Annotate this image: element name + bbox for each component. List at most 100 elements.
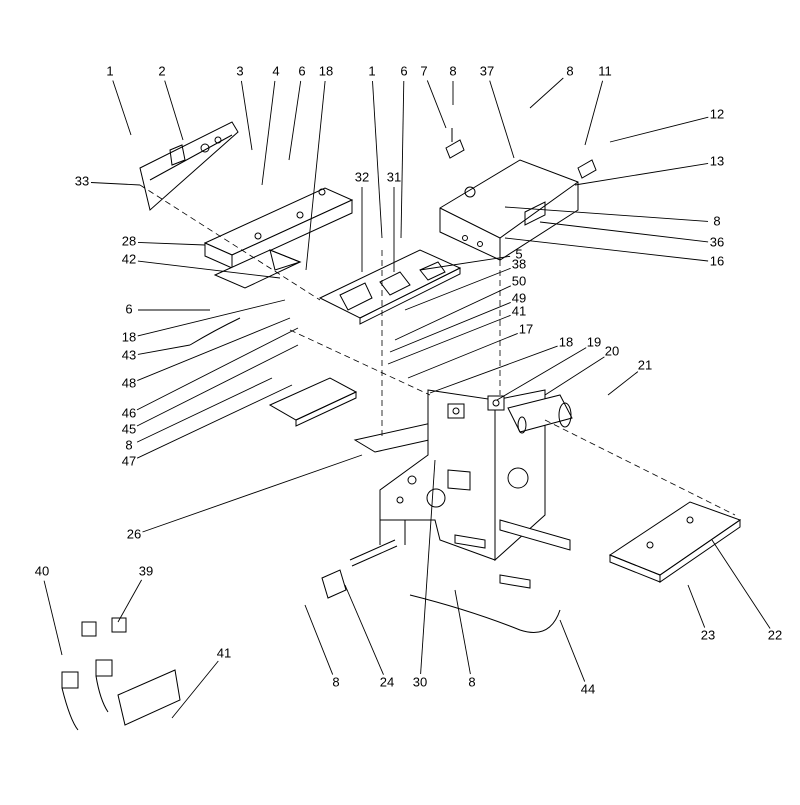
leader-line xyxy=(389,301,511,353)
callout-number: 21 xyxy=(638,357,652,372)
callout-c-28: 28 xyxy=(122,233,206,248)
leader-line xyxy=(305,80,326,271)
callout-c-3: 3 xyxy=(236,63,253,151)
leader-line xyxy=(404,267,511,311)
callout-c-19: 19 xyxy=(496,334,601,401)
leader-line xyxy=(420,459,436,675)
leader-line xyxy=(426,80,447,129)
small-bracket-part xyxy=(577,159,597,179)
leader-line xyxy=(136,327,299,411)
callout-c-6a: 6 xyxy=(288,63,306,161)
callout-c-46: 46 xyxy=(122,327,299,420)
callout-number: 8 xyxy=(566,63,573,78)
callout-c-30: 30 xyxy=(413,459,436,689)
leader-line xyxy=(504,237,709,262)
callout-c-1a: 1 xyxy=(106,63,132,136)
main-frame-part xyxy=(379,389,546,562)
callout-number: 43 xyxy=(122,347,136,362)
leader-line xyxy=(539,221,709,243)
leader-line xyxy=(559,619,586,682)
leader-line xyxy=(584,80,604,146)
callout-c-8a: 8 xyxy=(449,63,457,105)
leader-line xyxy=(304,604,334,675)
channel-bracket-part xyxy=(203,187,354,269)
callout-number: 41 xyxy=(512,303,526,318)
leader-line xyxy=(372,80,383,239)
callout-c-33: 33 xyxy=(75,173,141,188)
leader-line xyxy=(261,80,276,186)
leader-line xyxy=(429,345,558,394)
callout-c-18b: 18 xyxy=(122,299,286,344)
callout-c-23: 23 xyxy=(687,584,715,642)
callout-number: 44 xyxy=(581,681,595,696)
leader-line xyxy=(344,584,384,675)
callout-number: 5 xyxy=(515,246,522,261)
callout-c-43: 43 xyxy=(122,344,191,362)
callout-c-22: 22 xyxy=(711,539,782,642)
leader-line xyxy=(137,260,281,279)
callout-number: 22 xyxy=(768,627,782,642)
callout-c-6b: 6 xyxy=(400,63,408,239)
base-plate-part xyxy=(608,501,742,583)
callout-number: 20 xyxy=(605,343,619,358)
leader-line xyxy=(117,579,142,623)
callout-number: 16 xyxy=(710,253,724,268)
leader-line xyxy=(137,344,191,355)
callout-c-24: 24 xyxy=(344,584,394,689)
callout-number: 3 xyxy=(236,63,243,78)
callout-c-17: 17 xyxy=(407,321,533,379)
callout-c-31: 31 xyxy=(387,169,401,272)
callout-number: 7 xyxy=(420,63,427,78)
callout-c-16: 16 xyxy=(504,237,724,268)
callout-c-11: 11 xyxy=(584,63,612,146)
callout-number: 50 xyxy=(512,273,526,288)
leader-line xyxy=(529,77,564,109)
callout-number: 28 xyxy=(122,233,136,248)
pivot-bracket-part xyxy=(507,394,573,434)
callout-number: 8 xyxy=(468,674,475,689)
callout-c-7: 7 xyxy=(420,63,447,129)
callout-number: 1 xyxy=(106,63,113,78)
callout-number: 30 xyxy=(413,674,427,689)
callout-c-50: 50 xyxy=(394,273,526,341)
callout-number: 8 xyxy=(332,674,339,689)
callout-c-45: 45 xyxy=(122,344,299,436)
callout-number: 11 xyxy=(598,63,612,78)
leader-line xyxy=(544,356,605,396)
leader-line xyxy=(90,182,141,186)
leader-line xyxy=(496,347,587,401)
callout-number: 33 xyxy=(75,173,89,188)
callout-c-13: 13 xyxy=(574,153,724,186)
callout-number: 6 xyxy=(400,63,407,78)
callout-number: 37 xyxy=(480,63,494,78)
callout-c-21: 21 xyxy=(607,357,652,396)
callout-c-38: 38 xyxy=(404,256,526,311)
leader-line xyxy=(137,317,291,382)
callout-number: 39 xyxy=(139,563,153,578)
callout-c-47: 47 xyxy=(122,384,293,468)
leader-line xyxy=(419,255,511,271)
leader-line xyxy=(394,285,511,341)
leader-line xyxy=(164,80,184,141)
callout-number: 41 xyxy=(217,645,231,660)
callout-number: 48 xyxy=(122,375,136,390)
leader-line xyxy=(387,314,511,365)
callout-c-8c: 8 xyxy=(504,206,721,228)
callout-number: 4 xyxy=(272,63,279,78)
callout-number: 47 xyxy=(122,453,136,468)
callout-c-6c: 6 xyxy=(125,301,210,316)
leader-line xyxy=(171,660,219,719)
callout-c-18c: 18 xyxy=(429,334,573,394)
callout-number: 38 xyxy=(512,256,526,271)
callout-c-4: 4 xyxy=(261,63,280,186)
leader-line xyxy=(607,371,639,396)
callout-c-36: 36 xyxy=(539,221,724,249)
switch-detail-inset xyxy=(61,617,181,731)
top-plate-part xyxy=(318,249,462,325)
callout-c-32: 32 xyxy=(355,169,369,272)
callout-number: 6 xyxy=(298,63,305,78)
callout-number: 31 xyxy=(387,169,401,184)
cover-plate-part xyxy=(139,121,239,211)
leader-line xyxy=(142,454,363,533)
